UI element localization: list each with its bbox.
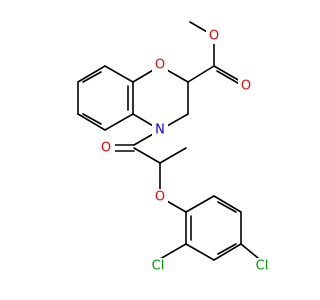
bond-ar-3: [213, 243, 242, 261]
bond-benzene-inner-3: [82, 71, 102, 83]
atom-labels: O O O N O O Cl Cl: [99, 28, 274, 274]
atom-ester-carbonyl-oxygen: O: [241, 79, 251, 94]
atom-ether-oxygen: O: [155, 190, 165, 205]
atom-amide-nitrogen: N: [155, 123, 165, 138]
bond-amide-c-ch: [133, 147, 161, 164]
bond-ester-c-o2a: [213, 65, 241, 82]
atom-chlorine-ortho: Cl: [152, 259, 165, 274]
bond-benzene-6: [104, 65, 134, 83]
bond-ar-cl-para: [240, 243, 259, 259]
molecule-structure: O O O N O O Cl Cl: [77, 21, 274, 274]
bond-ar-inner-2: [217, 243, 237, 255]
atom-chlorine-para: Cl: [256, 259, 269, 274]
bond-ar-2: [185, 243, 215, 261]
bond-benzene-5: [77, 65, 106, 83]
bond-benzene-3: [77, 113, 106, 131]
atom-ring-oxygen: O: [155, 58, 165, 73]
bonds: [77, 21, 259, 261]
bond-benzene-2: [104, 113, 134, 131]
bond-ch-me: [159, 147, 187, 164]
atom-ester-oxygen: O: [209, 29, 219, 44]
bond-benzene-inner-2: [82, 113, 102, 125]
bond-ar-inner-3: [217, 201, 237, 213]
bond-ar-5: [213, 195, 242, 213]
bond-c2-ester-c: [187, 65, 215, 83]
bond-ar-6: [185, 195, 215, 213]
atom-amide-carbonyl-oxygen: O: [101, 141, 111, 156]
bond-ar-cl-ortho: [159, 243, 187, 260]
